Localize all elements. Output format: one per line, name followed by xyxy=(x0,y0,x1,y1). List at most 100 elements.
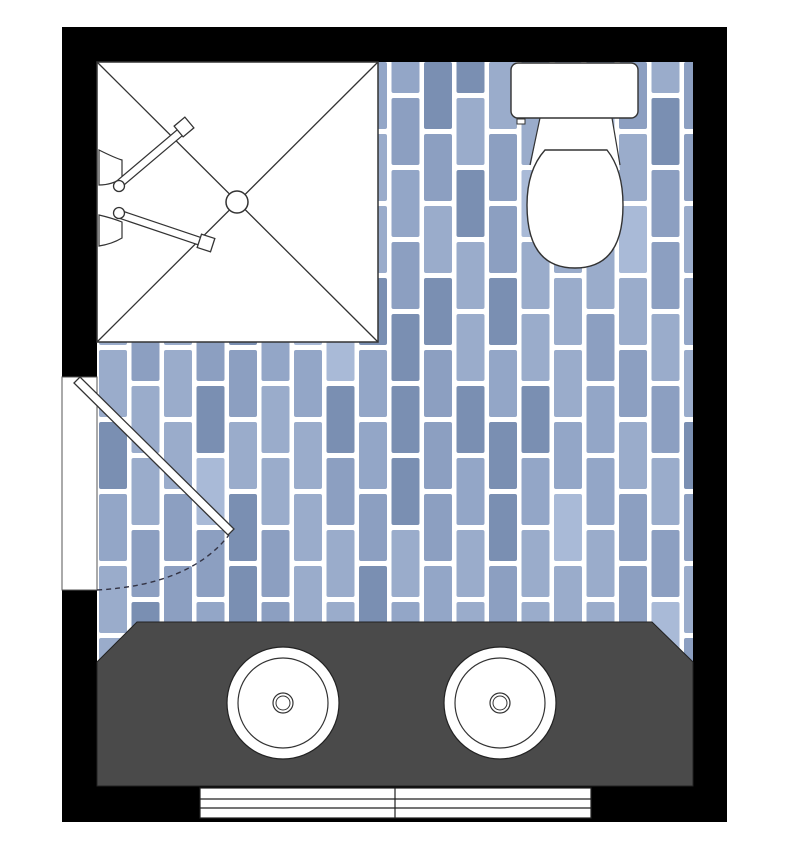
floor-tile xyxy=(391,62,420,93)
floor-tile xyxy=(359,422,387,489)
floor-tile xyxy=(456,458,485,525)
floor-tile xyxy=(684,62,693,129)
floor-tile xyxy=(424,494,452,561)
double-vanity xyxy=(96,621,694,787)
floor-tile xyxy=(456,62,485,93)
floor-tile xyxy=(196,530,225,597)
door[interactable] xyxy=(61,376,235,591)
floor-tile xyxy=(424,566,452,633)
floor-tile xyxy=(424,134,452,201)
floor-tile xyxy=(651,530,680,597)
floor-tile xyxy=(521,530,550,597)
floor-tile xyxy=(489,566,517,633)
floor-tile xyxy=(262,0,290,21)
hand-shower-icon xyxy=(196,233,216,253)
floor-tile xyxy=(294,350,322,417)
floor-tile xyxy=(456,314,485,381)
floor-tile xyxy=(619,566,647,633)
floor-tile xyxy=(424,278,452,345)
floor-tile xyxy=(457,0,485,21)
sink-left xyxy=(226,646,340,760)
floor-tile xyxy=(391,98,420,165)
floor-tile xyxy=(554,422,582,489)
floor-tile xyxy=(229,422,257,489)
floor-tile xyxy=(391,170,420,237)
floor-tile xyxy=(554,494,582,561)
floor-tile xyxy=(132,0,160,21)
floor-tile xyxy=(619,206,647,273)
floor-tile xyxy=(619,422,647,489)
floor-tile xyxy=(684,566,693,633)
floor-tile xyxy=(391,314,420,381)
floor-tile xyxy=(489,134,517,201)
floor-tile xyxy=(619,278,647,345)
floor-tile xyxy=(294,422,322,489)
door-leaf[interactable] xyxy=(73,376,235,536)
floor-tile xyxy=(99,494,127,561)
floor-tile xyxy=(131,530,160,597)
floor-tile xyxy=(586,458,615,525)
floor-tile xyxy=(619,350,647,417)
floor-tile xyxy=(392,0,420,21)
floor-tile xyxy=(554,566,582,633)
floor-tile xyxy=(586,314,615,381)
floor-tile xyxy=(196,386,225,453)
floor-tile xyxy=(424,206,452,273)
floor-tile xyxy=(651,458,680,525)
floor-tile xyxy=(489,278,517,345)
floor-tile xyxy=(359,494,387,561)
floor-tile xyxy=(326,530,355,597)
floor-tile xyxy=(684,206,693,273)
floor-tile xyxy=(424,62,452,129)
floor-tile xyxy=(619,494,647,561)
floor-tile xyxy=(554,278,582,345)
floor-tile xyxy=(652,0,680,21)
floor-tile xyxy=(684,278,693,345)
toilet xyxy=(510,62,639,269)
floor-tile xyxy=(164,494,192,561)
floor-tile xyxy=(684,350,693,417)
floor-tile xyxy=(651,386,680,453)
floor-tile xyxy=(391,242,420,309)
floor-tile xyxy=(456,386,485,453)
floor-tile xyxy=(651,170,680,237)
floor-tile xyxy=(424,350,452,417)
floor-tile xyxy=(229,494,257,561)
floor-tile xyxy=(521,314,550,381)
floor-tile xyxy=(391,530,420,597)
floor-tile xyxy=(327,0,355,21)
floor-tile xyxy=(651,62,680,93)
floor-tile xyxy=(521,458,550,525)
floor-tile xyxy=(99,422,127,489)
shower-head-icon xyxy=(173,116,195,138)
floor-tile xyxy=(684,422,693,489)
floor-tile xyxy=(489,350,517,417)
floor-tile xyxy=(229,350,257,417)
floor-tile xyxy=(489,494,517,561)
shower xyxy=(96,61,379,343)
toilet-bowl xyxy=(526,149,624,269)
floor-tile xyxy=(424,422,452,489)
window xyxy=(199,787,592,819)
floor-tile xyxy=(586,530,615,597)
floor-tile xyxy=(164,566,192,633)
floor-tile xyxy=(99,566,127,633)
floor-tile xyxy=(326,458,355,525)
floor-tile xyxy=(489,62,517,129)
floor-tile xyxy=(229,566,257,633)
floor-tile xyxy=(359,566,387,633)
floor-tile xyxy=(456,170,485,237)
floor-tile xyxy=(521,386,550,453)
floor-tile xyxy=(359,350,387,417)
floor-tile xyxy=(456,530,485,597)
floor-tile xyxy=(554,350,582,417)
floor-tile xyxy=(489,422,517,489)
floor-tile xyxy=(586,386,615,453)
floor-tile xyxy=(294,494,322,561)
door-opening xyxy=(61,376,98,591)
floor-tile xyxy=(391,458,420,525)
floor-tile xyxy=(456,98,485,165)
floor-tile xyxy=(99,350,127,417)
floor-tile xyxy=(326,386,355,453)
